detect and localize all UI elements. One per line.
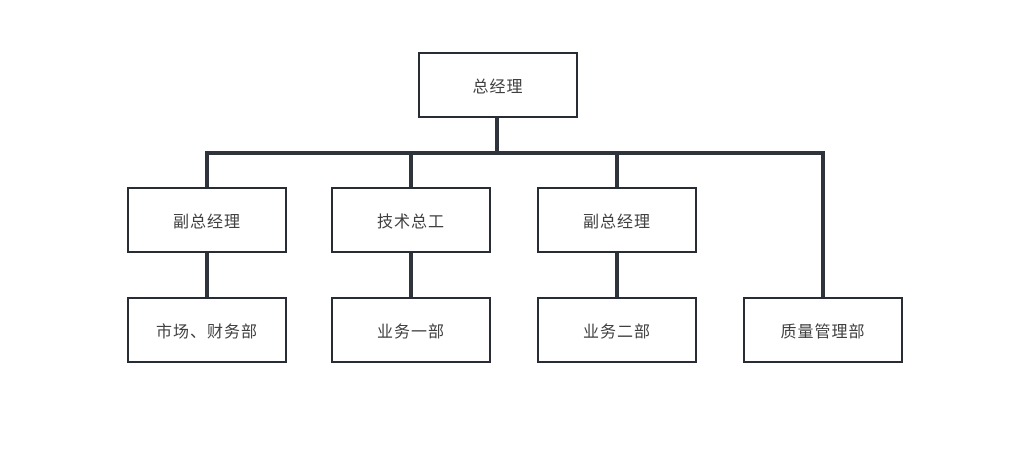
- node-chief-engineer[interactable]: 技术总工: [331, 187, 491, 253]
- node-general-manager[interactable]: 总经理: [418, 52, 578, 118]
- connector-deputy-gm-2-to-business-2: [615, 251, 619, 299]
- node-marketing-finance-dept-label: 市场、财务部: [155, 324, 258, 341]
- node-deputy-general-manager-2-label: 副总经理: [582, 214, 651, 231]
- node-deputy-general-manager-1-label: 副总经理: [172, 214, 241, 231]
- connector-drop-chief-engineer: [409, 151, 413, 189]
- connector-deputy-gm-1-to-marketing-finance: [205, 251, 209, 299]
- connector-trunk-general-manager: [495, 117, 499, 155]
- node-marketing-finance-dept[interactable]: 市场、财务部: [127, 297, 287, 363]
- connector-chief-engineer-to-business-1: [409, 251, 413, 299]
- node-quality-management-dept-label: 质量管理部: [780, 324, 866, 341]
- node-chief-engineer-label: 技术总工: [376, 214, 445, 231]
- node-business-dept-2[interactable]: 业务二部: [537, 297, 697, 363]
- connector-drop-deputy-gm-1: [205, 151, 209, 189]
- connector-drop-quality-dept: [821, 151, 825, 299]
- node-quality-management-dept[interactable]: 质量管理部: [743, 297, 903, 363]
- node-business-dept-1[interactable]: 业务一部: [331, 297, 491, 363]
- node-deputy-general-manager-2[interactable]: 副总经理: [537, 187, 697, 253]
- node-deputy-general-manager-1[interactable]: 副总经理: [127, 187, 287, 253]
- connector-rail-level2: [205, 151, 825, 155]
- connector-drop-deputy-gm-2: [615, 151, 619, 189]
- node-business-dept-2-label: 业务二部: [582, 324, 651, 341]
- node-general-manager-label: 总经理: [472, 79, 524, 96]
- node-business-dept-1-label: 业务一部: [376, 324, 445, 341]
